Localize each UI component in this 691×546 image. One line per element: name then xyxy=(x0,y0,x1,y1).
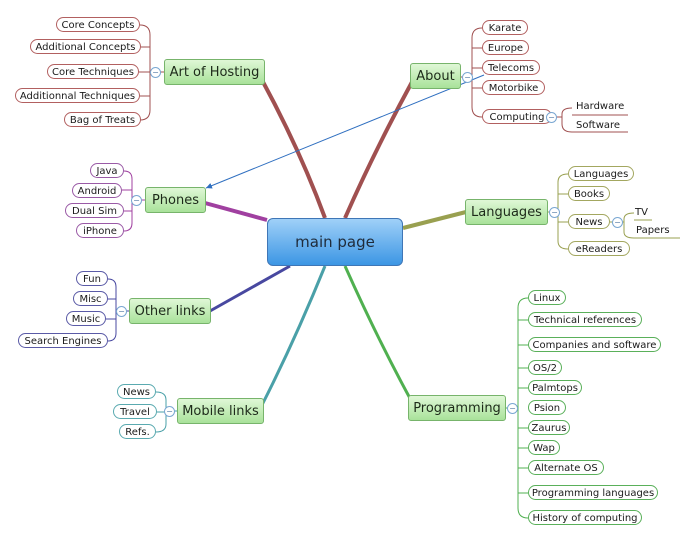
collapse-toggle-icon[interactable]: − xyxy=(507,403,518,414)
subtopic-refs[interactable]: Refs. xyxy=(119,424,156,439)
collapse-toggle-icon[interactable]: − xyxy=(462,72,473,83)
branch-phones xyxy=(204,201,268,222)
subtopic-bag-of-treats[interactable]: Bag of Treats xyxy=(64,112,141,127)
leaf-software[interactable]: Software xyxy=(576,120,621,131)
subtopic-music[interactable]: Music xyxy=(66,311,106,326)
leaf-papers[interactable]: Papers xyxy=(636,225,670,236)
subtopic-core-techniques[interactable]: Core Techniques xyxy=(47,64,139,79)
subtopic-companies-and-software[interactable]: Companies and software xyxy=(528,337,661,352)
subtopic-ereaders[interactable]: eReaders xyxy=(568,241,630,256)
subtopic-search-engines[interactable]: Search Engines xyxy=(18,333,108,348)
topic-other-links[interactable]: Other links xyxy=(129,298,211,324)
branch-art-of-hosting xyxy=(260,79,327,219)
leaf-tv[interactable]: TV xyxy=(635,207,648,218)
branch-programming xyxy=(343,265,414,403)
subtopic-karate[interactable]: Karate xyxy=(482,20,528,35)
subtopic-news[interactable]: News xyxy=(568,214,610,229)
subtopic-dual-sim[interactable]: Dual Sim xyxy=(65,203,124,218)
branch-about xyxy=(343,81,414,219)
branch-languages xyxy=(402,210,467,230)
subtopic-additional-concepts[interactable]: Additional Concepts xyxy=(30,39,141,54)
collapse-toggle-icon[interactable]: − xyxy=(150,67,161,78)
subtopic-additionnal-techniques[interactable]: Additionnal Techniques xyxy=(15,88,140,103)
topic-phones[interactable]: Phones xyxy=(145,187,206,213)
topic-programming[interactable]: Programming xyxy=(408,395,506,421)
central-topic[interactable]: main page xyxy=(267,218,403,266)
subtopic-iphone[interactable]: iPhone xyxy=(76,223,124,238)
subtopic-android[interactable]: Android xyxy=(72,183,122,198)
subtopic-java[interactable]: Java xyxy=(90,163,124,178)
subtopic-linux[interactable]: Linux xyxy=(528,290,566,305)
languages-connectors xyxy=(548,173,680,250)
topic-languages[interactable]: Languages xyxy=(465,199,548,225)
subtopic-motorbike[interactable]: Motorbike xyxy=(482,80,545,95)
subtopic-technical-references[interactable]: Technical references xyxy=(528,312,642,327)
subtopic-zaurus[interactable]: Zaurus xyxy=(528,420,570,435)
subtopic-news-mobile[interactable]: News xyxy=(117,384,156,399)
subtopic-languages[interactable]: Languages xyxy=(568,166,634,181)
subtopic-books[interactable]: Books xyxy=(568,186,610,201)
subtopic-wap[interactable]: Wap xyxy=(528,440,560,455)
subtopic-telecoms[interactable]: Telecoms xyxy=(482,60,540,75)
subtopic-programming-languages[interactable]: Programming languages xyxy=(528,485,658,500)
subtopic-europe[interactable]: Europe xyxy=(482,40,529,55)
relationship-arrow[interactable] xyxy=(205,74,485,189)
leaf-hardware[interactable]: Hardware xyxy=(576,101,625,112)
subtopic-computing[interactable]: Computing xyxy=(482,109,552,124)
branch-mobile-links xyxy=(260,265,327,406)
subtopic-os2[interactable]: OS/2 xyxy=(528,360,562,375)
collapse-toggle-icon[interactable]: − xyxy=(549,207,560,218)
collapse-toggle-icon[interactable]: − xyxy=(164,406,175,417)
collapse-toggle-icon[interactable]: − xyxy=(116,306,127,317)
subtopic-misc[interactable]: Misc xyxy=(73,291,108,306)
branch-other-links xyxy=(209,264,291,313)
topic-mobile-links[interactable]: Mobile links xyxy=(177,398,264,424)
subtopic-alternate-os[interactable]: Alternate OS xyxy=(528,460,604,475)
subtopic-palmtops[interactable]: Palmtops xyxy=(528,380,582,395)
subtopic-core-concepts[interactable]: Core Concepts xyxy=(56,17,140,32)
topic-art-of-hosting[interactable]: Art of Hosting xyxy=(164,59,265,85)
subtopic-psion[interactable]: Psion xyxy=(528,400,566,415)
collapse-toggle-icon[interactable]: − xyxy=(546,112,557,123)
subtopic-history-of-computing[interactable]: History of computing xyxy=(528,510,642,525)
collapse-toggle-icon[interactable]: − xyxy=(612,217,623,228)
subtopic-travel[interactable]: Travel xyxy=(113,404,157,419)
collapse-toggle-icon[interactable]: − xyxy=(131,195,142,206)
topic-about[interactable]: About xyxy=(410,63,461,89)
subtopic-fun[interactable]: Fun xyxy=(76,271,108,286)
